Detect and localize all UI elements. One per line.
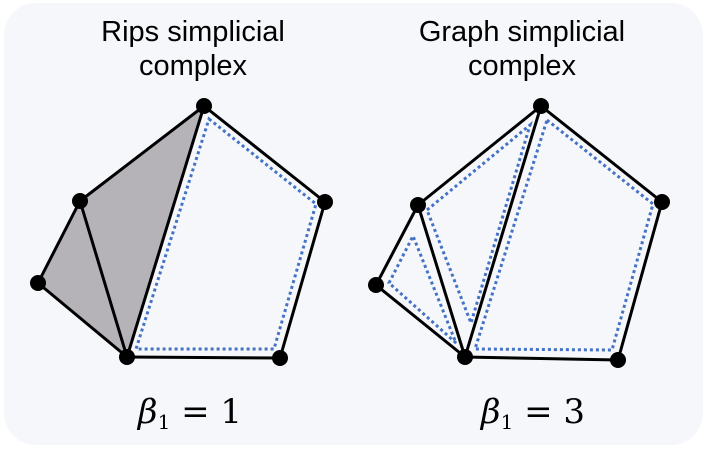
edge xyxy=(616,201,664,361)
graph-complex-title: Graph simplicial complex xyxy=(418,16,626,82)
edge xyxy=(125,105,206,358)
edge xyxy=(203,104,326,204)
graph-betti-number: β1 = 3 xyxy=(480,392,586,434)
vertex xyxy=(272,350,288,366)
edge xyxy=(374,204,420,286)
vertex xyxy=(119,349,135,365)
rips-edges xyxy=(36,104,327,360)
edge xyxy=(36,200,82,284)
edge xyxy=(463,105,543,358)
edge xyxy=(464,355,619,362)
vertex xyxy=(610,352,626,368)
graph-vertices xyxy=(368,98,670,368)
vertex xyxy=(30,275,46,291)
rips-cycle xyxy=(133,116,318,351)
graph-cycle-middle xyxy=(425,120,533,328)
edge xyxy=(79,104,205,203)
vertex xyxy=(72,193,88,209)
graph-cycle-left xyxy=(387,232,458,345)
edge xyxy=(416,204,467,358)
edge xyxy=(540,104,663,204)
edge xyxy=(375,283,466,359)
rips-complex xyxy=(30,98,333,366)
edge xyxy=(417,104,542,207)
edge xyxy=(37,281,128,359)
edge xyxy=(126,355,281,360)
edge xyxy=(278,201,327,359)
graph-edges xyxy=(374,104,664,362)
rips-betti-number: β1 = 1 xyxy=(137,392,243,434)
vertex xyxy=(317,194,333,210)
graph-complex xyxy=(368,98,670,368)
graph-cycles xyxy=(387,117,655,352)
rips-complex-title: Rips simplicial complex xyxy=(101,16,285,82)
vertex xyxy=(368,277,384,293)
graph-cycle-right xyxy=(472,117,655,352)
vertex xyxy=(457,349,473,365)
edge xyxy=(78,200,129,358)
vertex xyxy=(654,194,670,210)
filled-triangle-upper xyxy=(80,106,204,357)
rips-vertices xyxy=(30,98,333,366)
vertex xyxy=(410,197,426,213)
vertex xyxy=(196,98,212,114)
vertex xyxy=(533,98,549,114)
